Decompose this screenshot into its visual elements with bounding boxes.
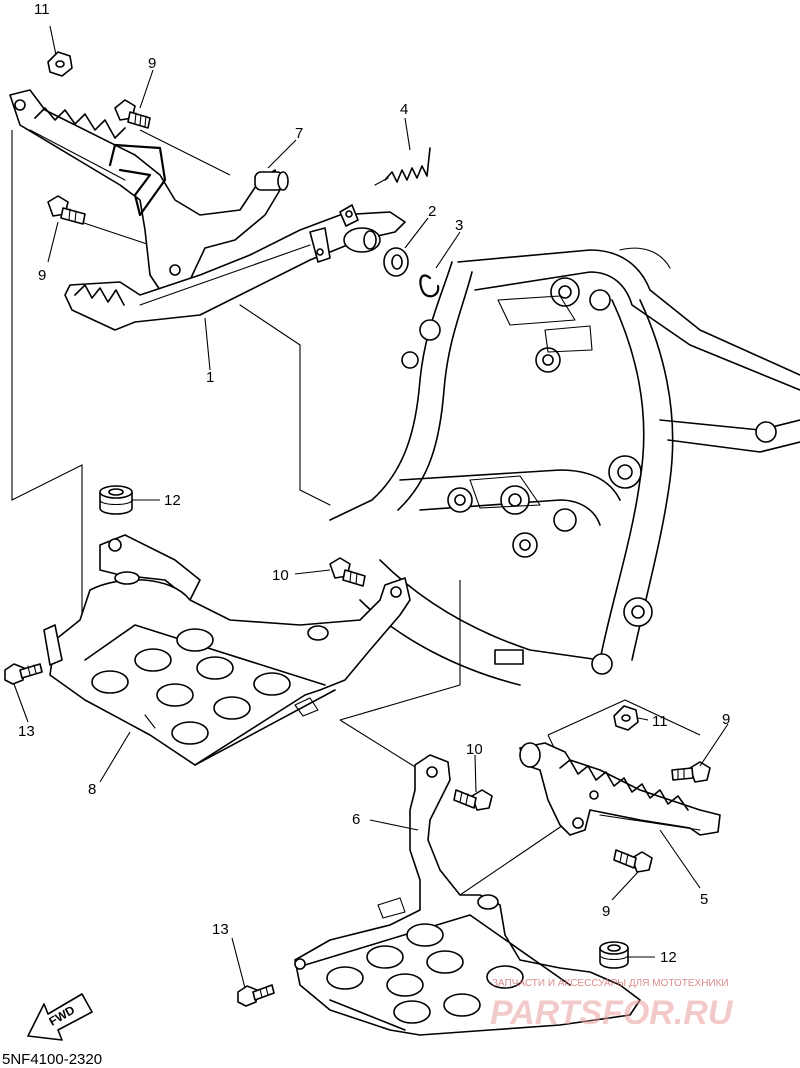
watermark-brand: PARTSFOR.RU [490,994,734,1032]
callout-9-lower: 9 [602,903,610,920]
bolt-9-top [114,99,151,129]
callout-12-top: 12 [164,492,181,509]
circlip [419,274,440,298]
forward-direction-arrow: FWD [27,993,93,1041]
drawing-code: 5NF4100-2320 [2,1051,102,1068]
footpeg-bracket-right [519,742,721,836]
callout-3: 3 [455,217,463,234]
callout-labels: 11 9 4 7 2 3 9 1 12 10 13 8 10 11 9 6 5 … [18,1,730,966]
watermark: ЗАПЧАСТИ И АКСЕССУАРЫ ДЛЯ МОТОТЕХНИКИ PA… [490,978,734,1032]
callout-10-lower: 10 [466,741,483,758]
callout-13-lower: 13 [212,921,229,938]
bolt-13-lower [237,984,275,1007]
callout-2: 2 [428,203,436,220]
callout-4: 4 [400,101,408,118]
nut-11-top [47,51,73,77]
callout-leaders [13,25,729,989]
return-spring [374,147,431,186]
callout-8: 8 [88,781,96,798]
callout-6: 6 [352,811,360,828]
callout-7: 7 [295,125,303,142]
callout-9-left: 9 [38,267,46,284]
bolt-9-right [671,761,711,783]
grommet-12-top [99,485,133,515]
grommet-12-lower [599,941,629,969]
callout-13-left: 13 [18,723,35,740]
washer [383,247,409,277]
callout-10-top: 10 [272,567,289,584]
heel-guard-left [43,534,411,766]
callout-12-lower: 12 [660,949,677,966]
bolt-10-top [329,557,366,587]
callout-9-right: 9 [722,711,730,728]
bolt-13-left [4,663,43,685]
heel-guard-right [294,754,641,1036]
bolt-10-lower [453,789,493,811]
callout-1: 1 [206,369,214,386]
bolt-9-left [47,195,86,225]
callout-11-top: 11 [34,1,50,18]
nut-11-right [613,705,639,731]
watermark-tagline: ЗАПЧАСТИ И АКСЕССУАРЫ ДЛЯ МОТОТЕХНИКИ [492,978,729,989]
brake-pedal [64,204,406,331]
callout-5: 5 [700,891,708,908]
bolt-9-lower [613,849,653,873]
callout-9-top: 9 [148,55,156,72]
callout-11-right: 11 [652,713,668,730]
motorcycle-frame [239,247,800,686]
footpeg-bracket-left [9,89,289,291]
